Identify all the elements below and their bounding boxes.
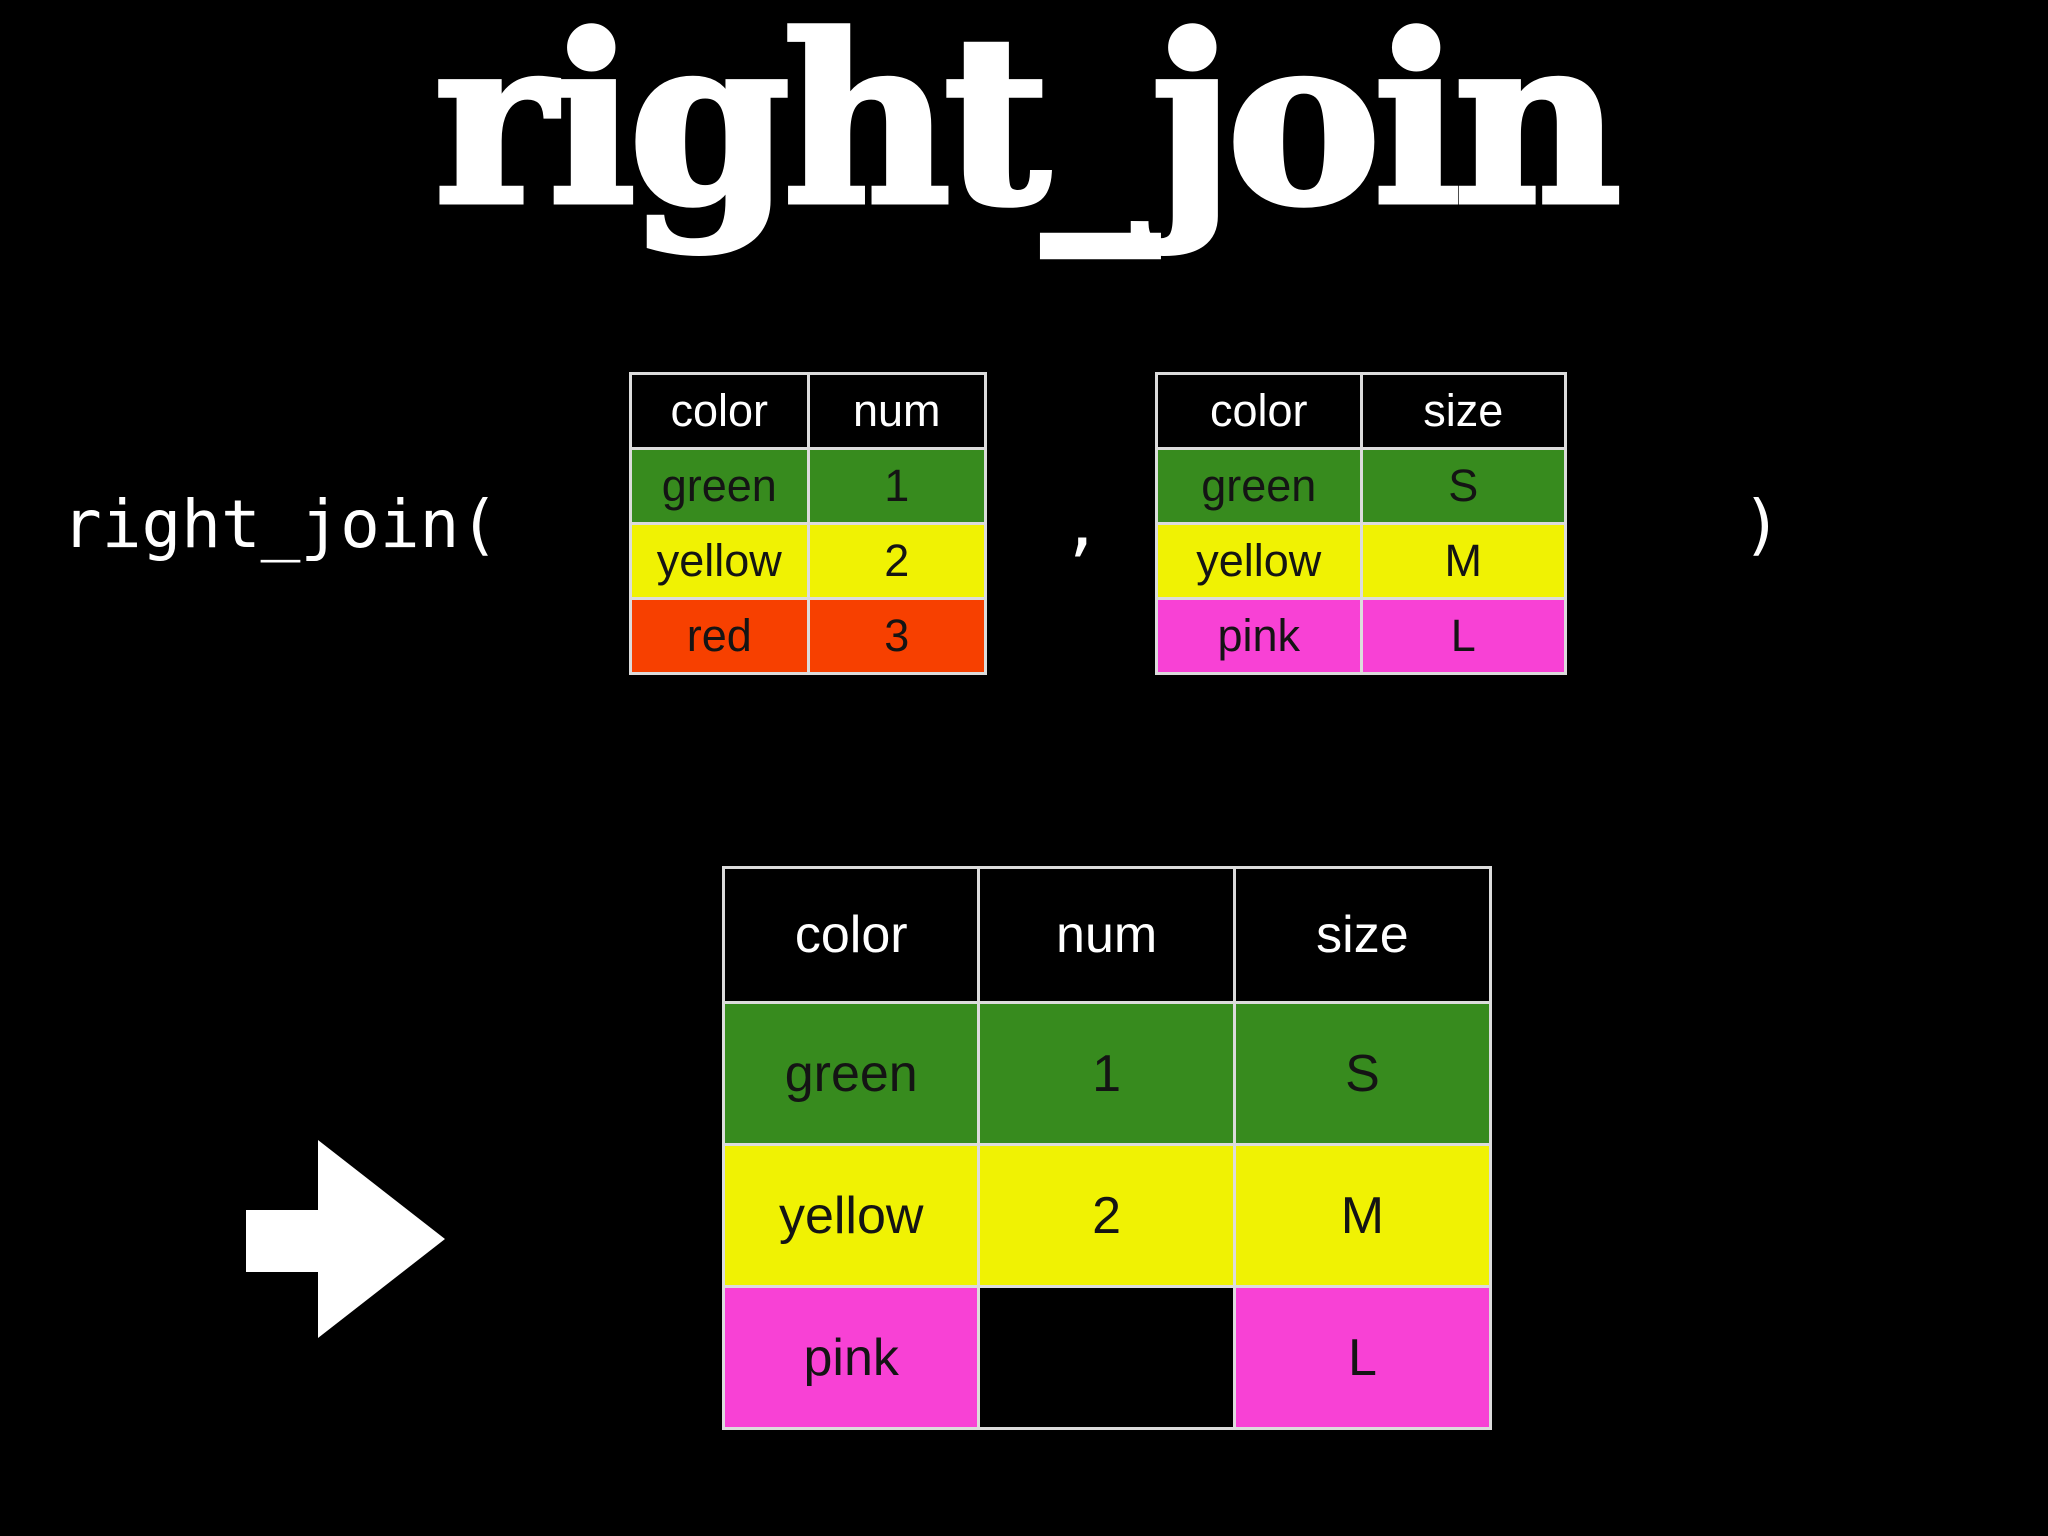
table-cell: L [1359,597,1567,675]
table-cell: 2 [977,1143,1236,1288]
table-cell: L [1232,1285,1493,1430]
table-cell: green [1155,447,1363,525]
table-cell: M [1359,522,1567,600]
table-cell: 2 [806,522,987,600]
right-arrow-icon [246,1140,445,1338]
header-cell-color: color [1155,372,1363,450]
table-row: red 3 [629,597,987,675]
table-cell: M [1232,1143,1493,1288]
header-cell-size: size [1232,866,1493,1004]
table-row: green 1 S [721,1001,1493,1146]
header-cell-num: num [977,866,1236,1004]
table-row: yellow 2 [629,522,987,600]
table-row: green S [1155,447,1567,525]
table-cell: pink [721,1285,981,1430]
table-cell: S [1232,1001,1493,1146]
right-input-table: color size green S yellow M pink L [1155,372,1567,675]
table-cell: 1 [806,447,987,525]
table-cell: green [721,1001,981,1146]
function-call-text: right_join( [62,486,500,563]
header-cell-color: color [629,372,810,450]
page-title: right_join [432,0,1625,260]
header-cell-num: num [806,372,987,450]
table-row: pink L [1155,597,1567,675]
close-paren: ) [1742,486,1782,563]
table-cell-missing-value [977,1285,1236,1430]
table-cell: yellow [721,1143,981,1288]
table-row: yellow 2 M [721,1143,1493,1288]
table-row: pink L [721,1285,1493,1430]
comma-separator: , [1062,486,1102,563]
table-cell: green [629,447,810,525]
result-table: color num size green 1 S yellow 2 M pink… [721,866,1493,1430]
table-cell: 1 [977,1001,1236,1146]
table-header-row: color num [629,372,987,450]
table-header-row: color num size [721,866,1493,1004]
table-cell: yellow [629,522,810,600]
header-cell-size: size [1359,372,1567,450]
table-row: green 1 [629,447,987,525]
table-cell: pink [1155,597,1363,675]
table-cell: S [1359,447,1567,525]
table-cell: red [629,597,810,675]
table-header-row: color size [1155,372,1567,450]
table-row: yellow M [1155,522,1567,600]
header-cell-color: color [721,866,981,1004]
table-cell: yellow [1155,522,1363,600]
table-cell: 3 [806,597,987,675]
left-input-table: color num green 1 yellow 2 red 3 [629,372,987,675]
